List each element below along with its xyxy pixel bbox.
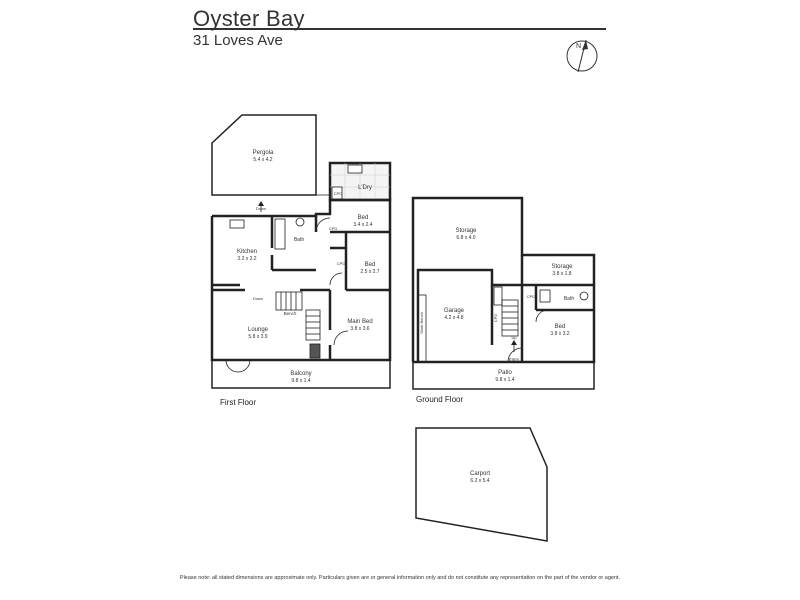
cpd-label-1: CPD: [334, 191, 343, 196]
pergola-dims: 5.4 x 4.2: [253, 157, 272, 163]
laundry-label: L'Dry: [358, 185, 372, 191]
main-bed-label: Main Bed: [347, 319, 372, 325]
garage-dims: 4.2 x 4.8: [444, 315, 463, 321]
bed-2-dims: 2.5 x 2.7: [360, 269, 379, 275]
entry-label: Entry: [509, 357, 520, 362]
patio-outline: [412, 361, 595, 390]
main-bed-dims: 3.8 x 3.6: [350, 326, 369, 332]
cpd-label-5: CPD: [527, 294, 536, 299]
bed-1-label: Bed: [358, 215, 369, 221]
disclaimer-text: Please note: all stated dimensions are a…: [179, 575, 621, 581]
balcony-dims: 9.8 x 1.4: [291, 378, 310, 384]
pergola-label: Pergola: [253, 150, 274, 156]
first-floor-label: First Floor: [220, 398, 256, 407]
ground-floor-plan: [411, 196, 596, 390]
bed-3-dims: 3.8 x 3.2: [550, 331, 569, 337]
lounge-dims: 5.8 x 3.9: [248, 334, 267, 340]
first-floor-plan: [210, 114, 392, 389]
bath-2-label: Bath: [564, 296, 575, 302]
pergola-outline: [211, 114, 317, 196]
ground-floor-label: Ground Floor: [416, 395, 463, 404]
balcony-outline: [211, 359, 391, 389]
carport-label: Carport: [470, 471, 490, 477]
work-bench-label: Work Bench: [419, 312, 424, 334]
storage-2-label: Storage: [551, 264, 573, 270]
bed-3-label: Bed: [555, 324, 566, 330]
storage-1-dims: 6.8 x 4.0: [456, 235, 475, 241]
bath-1-label: Bath: [294, 237, 305, 243]
property-title: Oyster Bay: [193, 6, 305, 31]
bed-1-dims: 3.4 x 2.4: [353, 222, 372, 228]
cpd-label-4: CPD: [493, 314, 498, 323]
balcony-label: Balcony: [290, 371, 311, 377]
down-label-1: Down: [256, 206, 266, 211]
patio-label: Patio: [498, 370, 512, 376]
carport-outline: [415, 427, 548, 542]
lounge-label: Lounge: [248, 327, 269, 333]
carport-dims: 6.2 x 5.4: [470, 478, 489, 484]
patio-dims: 9.8 x 1.4: [495, 377, 514, 383]
storage-2-dims: 3.8 x 1.8: [552, 271, 571, 277]
garage-label: Garage: [444, 308, 465, 314]
cpd-label-3: CPD: [337, 261, 346, 266]
bed-2-label: Bed: [365, 262, 376, 268]
compass-letter: N: [576, 43, 581, 50]
property-address: 31 Loves Ave: [193, 32, 283, 49]
bench-label: Bench: [284, 311, 297, 316]
up-label: Up: [511, 335, 517, 340]
kitchen-label: Kitchen: [237, 249, 257, 255]
compass-icon: N: [566, 39, 598, 73]
storage-1-label: Storage: [455, 228, 477, 234]
cpd-label-2: CPD: [329, 226, 338, 231]
kitchen-dims: 3.2 x 3.2: [237, 256, 256, 262]
down-label-2: Down: [253, 296, 263, 301]
header-rule: [193, 28, 606, 30]
